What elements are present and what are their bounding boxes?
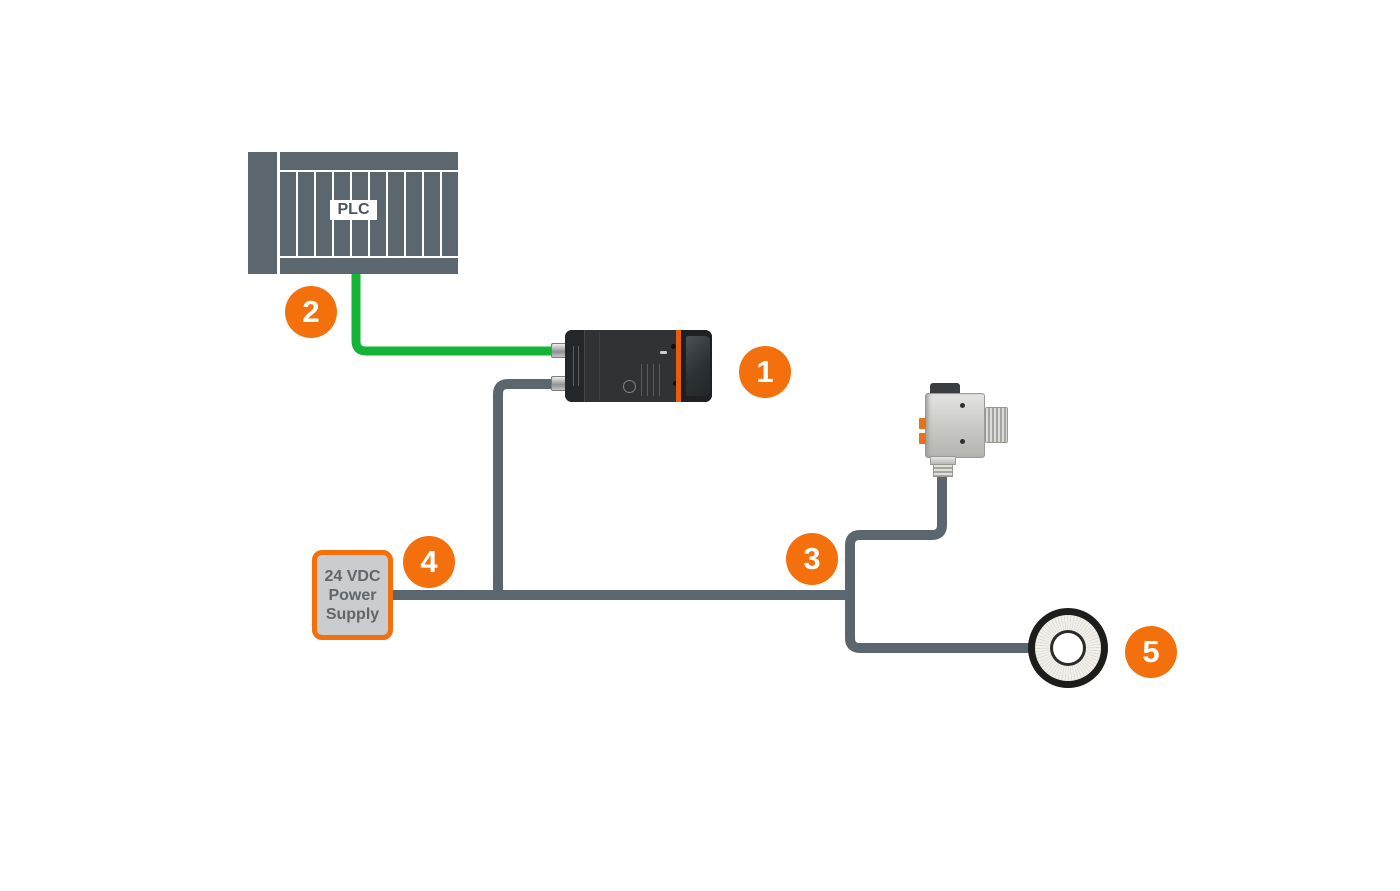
device-power-cable xyxy=(493,379,556,598)
badge-3: 3 xyxy=(786,533,838,585)
plc-bottom-rail xyxy=(280,258,458,274)
sensor-teach-button xyxy=(930,383,960,396)
ring-light-inner-rim xyxy=(1050,630,1086,666)
device-label-text xyxy=(641,364,642,396)
plc-io-card xyxy=(298,172,314,256)
badge-4: 4 xyxy=(403,536,455,588)
device-connector-cap xyxy=(565,330,585,402)
plc-io-card xyxy=(316,172,332,256)
badge-1: 1 xyxy=(739,346,791,398)
sensor-screw xyxy=(960,439,965,444)
sensor-bottom-connector-thread xyxy=(933,464,953,477)
plc-io-cards xyxy=(280,172,458,256)
ethernet-cable xyxy=(351,270,556,356)
plc-label: PLC xyxy=(330,200,377,220)
power-supply-label-line3: Supply xyxy=(325,605,380,623)
sensor-m12-connector xyxy=(985,407,1008,443)
sensor-and-ringlight-branch-cable xyxy=(845,468,1040,653)
ring-light-center-hole xyxy=(1053,633,1083,663)
device-port-labels xyxy=(573,346,574,386)
plc-top-rail xyxy=(280,152,458,170)
sensor-screw xyxy=(960,403,965,408)
plc-io-card xyxy=(388,172,404,256)
plc-io-card xyxy=(370,172,386,256)
vision-sensor xyxy=(565,330,712,402)
ifm-logo-icon xyxy=(623,380,636,393)
badge-5: 5 xyxy=(1125,626,1177,678)
ring-light-leds xyxy=(1035,615,1101,681)
plc-rack xyxy=(280,152,458,274)
plc-module: PLC xyxy=(248,152,458,274)
device-seam xyxy=(599,332,600,400)
badge-2: 2 xyxy=(285,286,337,338)
photoelectric-sensor xyxy=(925,393,985,458)
power-supply-box: 24 VDC Power Supply xyxy=(312,550,393,640)
plc-cpu-column xyxy=(248,152,277,274)
device-status-led xyxy=(660,351,667,354)
plc-io-card xyxy=(424,172,440,256)
device-orange-stripe xyxy=(676,330,681,402)
sensor-led-indicator xyxy=(919,418,926,429)
device-screw xyxy=(673,381,678,386)
power-supply-label-line1: 24 VDC xyxy=(324,567,381,585)
power-supply-label-line2: Power xyxy=(328,586,377,604)
device-screw xyxy=(671,344,676,349)
plc-io-card xyxy=(442,172,458,256)
plc-io-card xyxy=(280,172,296,256)
ring-light xyxy=(1028,608,1108,688)
sensor-led-indicator xyxy=(919,433,926,444)
plc-io-card xyxy=(406,172,422,256)
device-lens xyxy=(686,336,710,396)
